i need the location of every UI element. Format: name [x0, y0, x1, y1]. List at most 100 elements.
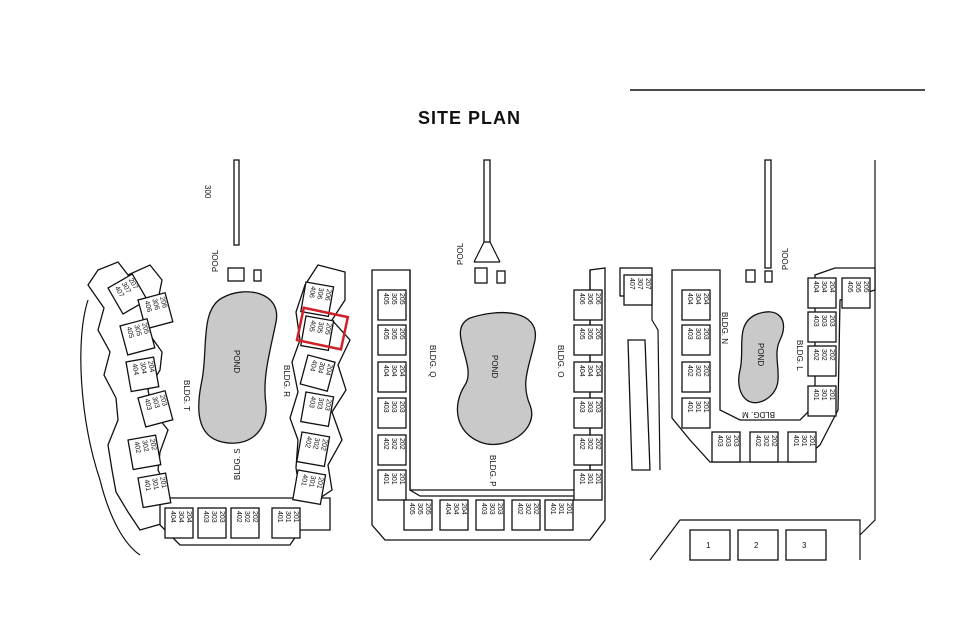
unit-number: 303 [586, 401, 593, 413]
unit-number: 202 [148, 438, 157, 451]
unit-number: 302 [243, 511, 250, 523]
unit-outline [681, 397, 711, 429]
unit-number: 201 [315, 476, 324, 489]
bldg-q-label: BLDG. Q [428, 345, 437, 377]
unit-number: 303 [724, 435, 731, 447]
unit-number: 203 [732, 435, 739, 447]
unit-number: 302 [694, 365, 701, 377]
unit-number: 202 [828, 349, 835, 361]
unit-outline [296, 431, 331, 468]
unit-outline [841, 277, 871, 309]
unit-number: 401 [382, 473, 389, 485]
pool-east [745, 269, 756, 283]
parking-outline [649, 519, 861, 561]
unit-number: 402 [382, 438, 389, 450]
pond-label-center: POND [490, 355, 499, 378]
unit-number: 403 [202, 511, 209, 523]
unit-number: 204 [594, 365, 601, 377]
unit-number: 404 [686, 293, 693, 305]
road-strip-east [764, 159, 772, 269]
unit-number: 306 [586, 293, 593, 305]
unit-outline [749, 431, 779, 463]
unit-outline [807, 277, 837, 309]
highlighted-unit-marker[interactable] [295, 306, 350, 351]
unit-number: 302 [586, 438, 593, 450]
unit-number: 304 [452, 503, 459, 515]
unit-outline [377, 361, 407, 393]
unit-number: 202 [251, 511, 258, 523]
unit-number: 403 [578, 401, 585, 413]
unit-number: 204 [185, 511, 192, 523]
unit-number: 203 [158, 394, 168, 407]
unit-number: 201 [828, 389, 835, 401]
pond-label-west: POND [232, 350, 241, 373]
road-label: 300 [203, 185, 212, 199]
unit-number: 303 [694, 328, 701, 340]
unit-number: 401 [686, 401, 693, 413]
unit-outline [623, 274, 653, 306]
unit-number: 403 [812, 315, 819, 327]
unit-outline [377, 434, 407, 466]
unit-number: 404 [578, 365, 585, 377]
unit-number: 402 [812, 349, 819, 361]
unit-number: 403 [382, 401, 389, 413]
unit-outline [807, 385, 837, 417]
unit-number: 402 [235, 511, 242, 523]
unit-outline [164, 507, 194, 539]
unit-number: 201 [292, 511, 299, 523]
unit-number: 201 [158, 476, 167, 489]
unit-number: 304 [138, 362, 147, 375]
unit-number: 203 [594, 401, 601, 413]
unit-number: 401 [276, 511, 283, 523]
unit-number: 402 [578, 438, 585, 450]
unit-outline [292, 469, 327, 506]
unit-number: 303 [150, 396, 160, 409]
unit-number: 305 [416, 503, 423, 515]
unit-number: 203 [323, 398, 332, 411]
